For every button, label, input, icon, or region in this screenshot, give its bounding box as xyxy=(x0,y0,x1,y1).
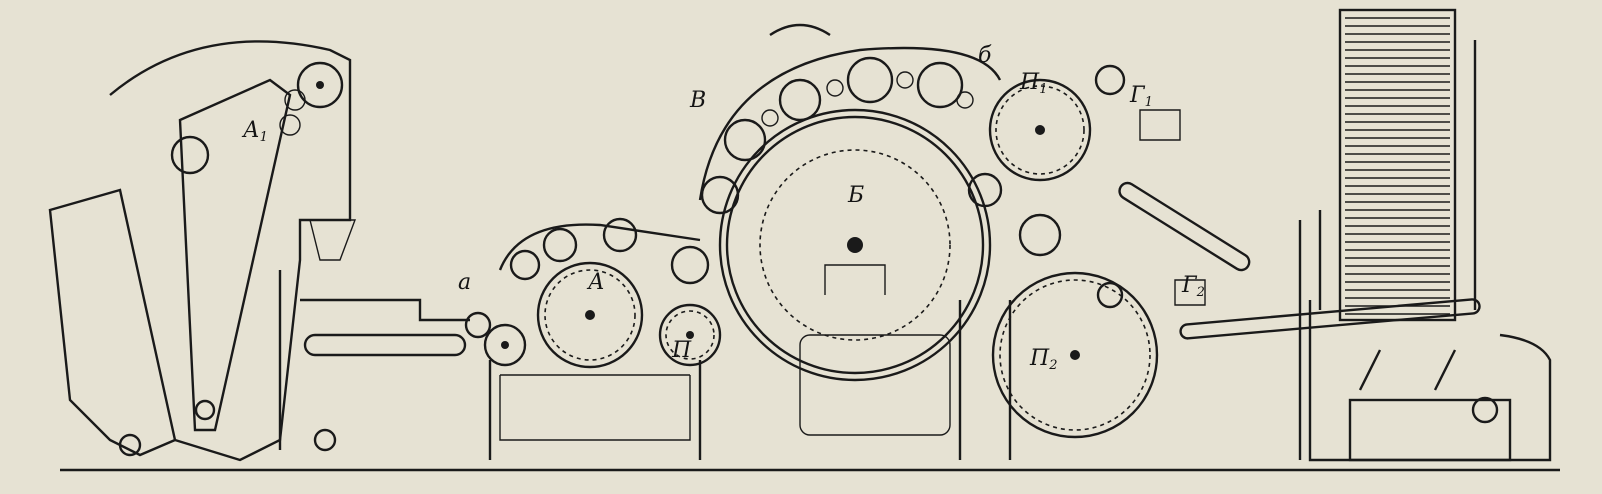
lap-stand xyxy=(1308,8,1552,462)
label-letter: а xyxy=(458,270,472,295)
label-letter: Б xyxy=(848,183,865,208)
label-g1: Г1 xyxy=(1130,83,1153,110)
label-letter: П xyxy=(1020,70,1040,95)
label-p2: П2 xyxy=(1030,346,1058,373)
label-letter: А xyxy=(588,270,605,295)
label-subscript: 1 xyxy=(259,130,268,145)
label-b: Б xyxy=(848,185,864,207)
doffer-P1 xyxy=(988,78,1092,182)
label-a: а xyxy=(458,272,471,294)
feed-lattice xyxy=(278,270,527,452)
label-p: П xyxy=(672,340,691,362)
label-a: А xyxy=(588,272,605,294)
worker-stripper-rollers xyxy=(700,56,1126,309)
label-g2: Г2 xyxy=(1182,273,1205,300)
label-letter: Г xyxy=(1130,83,1145,108)
label-b: б xyxy=(978,45,991,67)
label-letter: П xyxy=(672,338,692,363)
label-letter: А xyxy=(243,118,260,143)
label-letter: Г xyxy=(1182,273,1197,298)
web-conveyors xyxy=(1118,109,1481,340)
doffer-P2 xyxy=(991,271,1159,439)
label-letter: П xyxy=(1030,346,1050,371)
machine-frames xyxy=(488,220,1302,460)
label-letter: В xyxy=(690,88,707,113)
main-cylinder-B xyxy=(698,23,1002,382)
label-letter: б xyxy=(978,43,992,68)
label-subscript: 1 xyxy=(1039,82,1048,97)
label-subscript: 1 xyxy=(1144,95,1153,110)
label-subscript: 2 xyxy=(1196,285,1205,300)
hopper-feeder xyxy=(48,40,357,462)
label-a1: А1 xyxy=(243,118,268,145)
label-v: В xyxy=(690,90,706,112)
licker-in-A xyxy=(498,217,722,369)
label-subscript: 2 xyxy=(1049,358,1058,373)
label-p1: П1 xyxy=(1020,70,1048,97)
